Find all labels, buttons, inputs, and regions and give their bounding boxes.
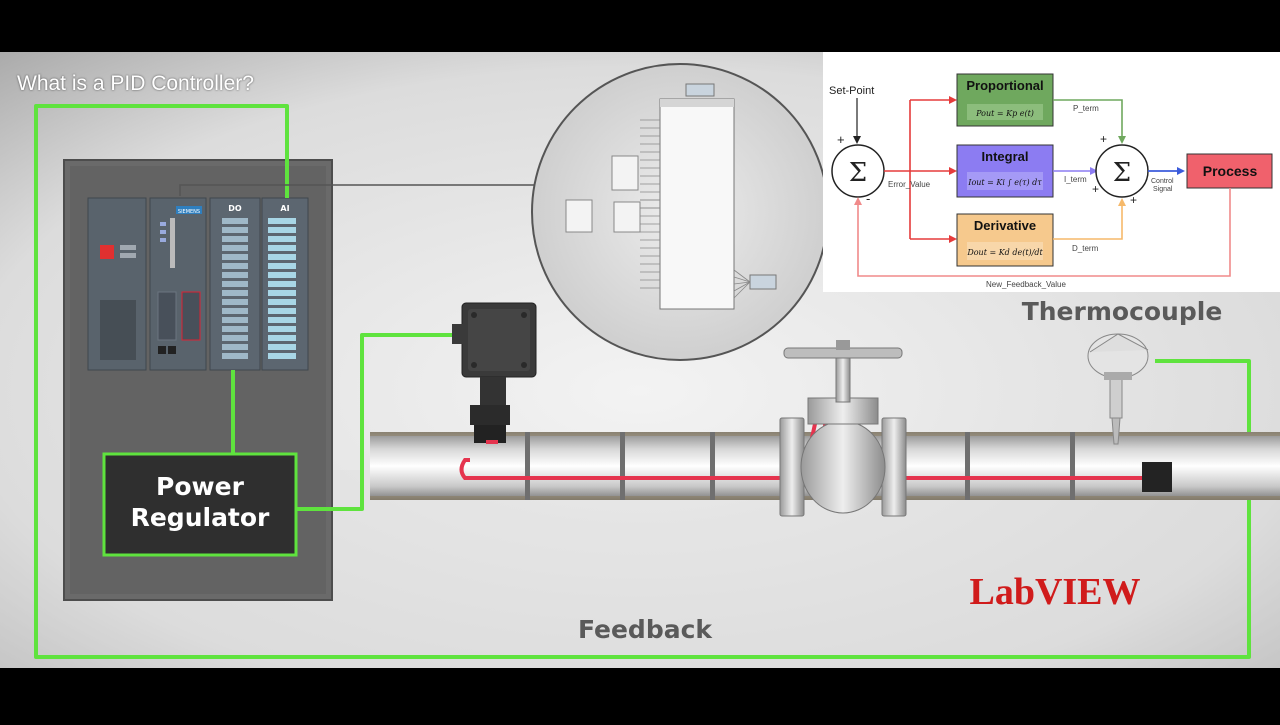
ai-channel-slot bbox=[268, 272, 296, 278]
derivative-formula: Dout = Kd de(t)/dt bbox=[966, 248, 1043, 257]
actuator-box bbox=[452, 302, 537, 444]
setpoint-label: Set-Point bbox=[829, 85, 874, 97]
do-channel-slot bbox=[222, 281, 248, 287]
plus-sign-d: + bbox=[1130, 193, 1137, 207]
plus-sign-p: + bbox=[1100, 132, 1107, 146]
fb-output-line bbox=[733, 276, 751, 283]
proportional-formula: Pout = Kp e(t) bbox=[975, 109, 1034, 118]
zoom-bubble bbox=[531, 63, 829, 361]
letterbox-top bbox=[0, 0, 1280, 52]
do-channel-slot bbox=[222, 335, 248, 341]
ai-channel-slot bbox=[268, 317, 296, 323]
ai-channel-slot bbox=[268, 263, 296, 269]
siemens-badge bbox=[176, 206, 202, 214]
plus-sign-i: + bbox=[1092, 182, 1099, 196]
do-channel-slot bbox=[222, 299, 248, 305]
plc-rack: SIEMENS DO AI bbox=[87, 197, 309, 371]
ai-channel-slot bbox=[268, 326, 296, 332]
integral-formula: Iout = Ki ∫ e(τ) dτ bbox=[967, 178, 1042, 187]
letterbox-bottom bbox=[0, 668, 1280, 720]
feedback-label: Feedback bbox=[578, 615, 713, 644]
power-label: Power bbox=[156, 472, 245, 501]
pipe-clamp bbox=[965, 432, 970, 500]
do-channel-slot bbox=[222, 353, 248, 359]
ai-channel-slot bbox=[268, 308, 296, 314]
green-wiring bbox=[34, 104, 1251, 659]
control-label: Control bbox=[1151, 178, 1174, 185]
do-channel-slot bbox=[222, 254, 248, 260]
do-channel-slot bbox=[222, 227, 248, 233]
ai-channel-slot bbox=[268, 245, 296, 251]
thermocouple-label: Thermocouple bbox=[1022, 297, 1223, 326]
do-channel-slot bbox=[222, 263, 248, 269]
d-term-label: D_term bbox=[1072, 244, 1099, 253]
do-module-label: DO bbox=[228, 204, 242, 213]
ai-channel-slot bbox=[268, 254, 296, 260]
ai-channel-slot bbox=[268, 227, 296, 233]
sigma-symbol-2: Σ bbox=[1113, 158, 1131, 188]
regulator-label: Regulator bbox=[131, 503, 270, 532]
do-channel-slot bbox=[222, 272, 248, 278]
do-channel-slot bbox=[222, 290, 248, 296]
pipe-clamp bbox=[1070, 432, 1075, 500]
sigma-symbol-1: Σ bbox=[849, 158, 867, 188]
ai-channel-slot bbox=[268, 218, 296, 224]
fb-output-line bbox=[733, 281, 751, 285]
plus-sign: + bbox=[837, 132, 845, 147]
regulator-to-actuator-wire bbox=[296, 333, 462, 511]
integral-title: Integral bbox=[982, 149, 1029, 164]
pipe-clamp bbox=[620, 432, 625, 500]
pid-block-diagram: Set-Point Σ + - Error_Value Proportional… bbox=[823, 52, 1280, 292]
feedback-value-label: New_Feedback_Value bbox=[986, 280, 1066, 289]
do-channel-slot bbox=[222, 245, 248, 251]
do-channel-slot bbox=[222, 236, 248, 242]
signal-label: Signal bbox=[1153, 186, 1173, 193]
pipe-clamp bbox=[710, 432, 715, 500]
fb-output-line bbox=[733, 269, 751, 283]
do-channel-slot bbox=[222, 344, 248, 350]
i-term-label: I_term bbox=[1064, 175, 1087, 184]
ai-channel-slot bbox=[268, 335, 296, 341]
error-value-label: Error_Value bbox=[888, 180, 931, 189]
ai-channel-slot bbox=[268, 281, 296, 287]
fb-output-line bbox=[733, 281, 751, 299]
do-channel-slot bbox=[222, 218, 248, 224]
ai-channel-slot bbox=[268, 299, 296, 305]
ai-channel-slot bbox=[268, 353, 296, 359]
do-channel-slot bbox=[222, 326, 248, 332]
thermocouple bbox=[1087, 333, 1172, 492]
minus-sign: - bbox=[866, 191, 870, 206]
proportional-title: Proportional bbox=[966, 78, 1043, 93]
process-title: Process bbox=[1203, 163, 1258, 179]
pipe-clamp bbox=[525, 432, 530, 500]
siemens-label: SIEMENS bbox=[178, 209, 200, 215]
zoom-connector-line bbox=[179, 184, 540, 196]
do-channel-slot bbox=[222, 308, 248, 314]
fb-output-line bbox=[733, 281, 751, 292]
video-title: What is a PID Controller? bbox=[17, 72, 254, 95]
valve bbox=[779, 340, 907, 517]
feedback-loop-wire bbox=[34, 104, 1251, 659]
p-term-label: P_term bbox=[1073, 104, 1099, 113]
ai-channel-slot bbox=[268, 236, 296, 242]
power-regulator-box: Power Regulator bbox=[102, 452, 298, 557]
derivative-title: Derivative bbox=[974, 218, 1036, 233]
ai-module-label: AI bbox=[280, 204, 289, 213]
do-channel-slot bbox=[222, 317, 248, 323]
labview-label: LabVIEW bbox=[969, 571, 1140, 613]
ai-channel-slot bbox=[268, 290, 296, 296]
process-block bbox=[1186, 153, 1273, 189]
ai-channel-slot bbox=[268, 344, 296, 350]
